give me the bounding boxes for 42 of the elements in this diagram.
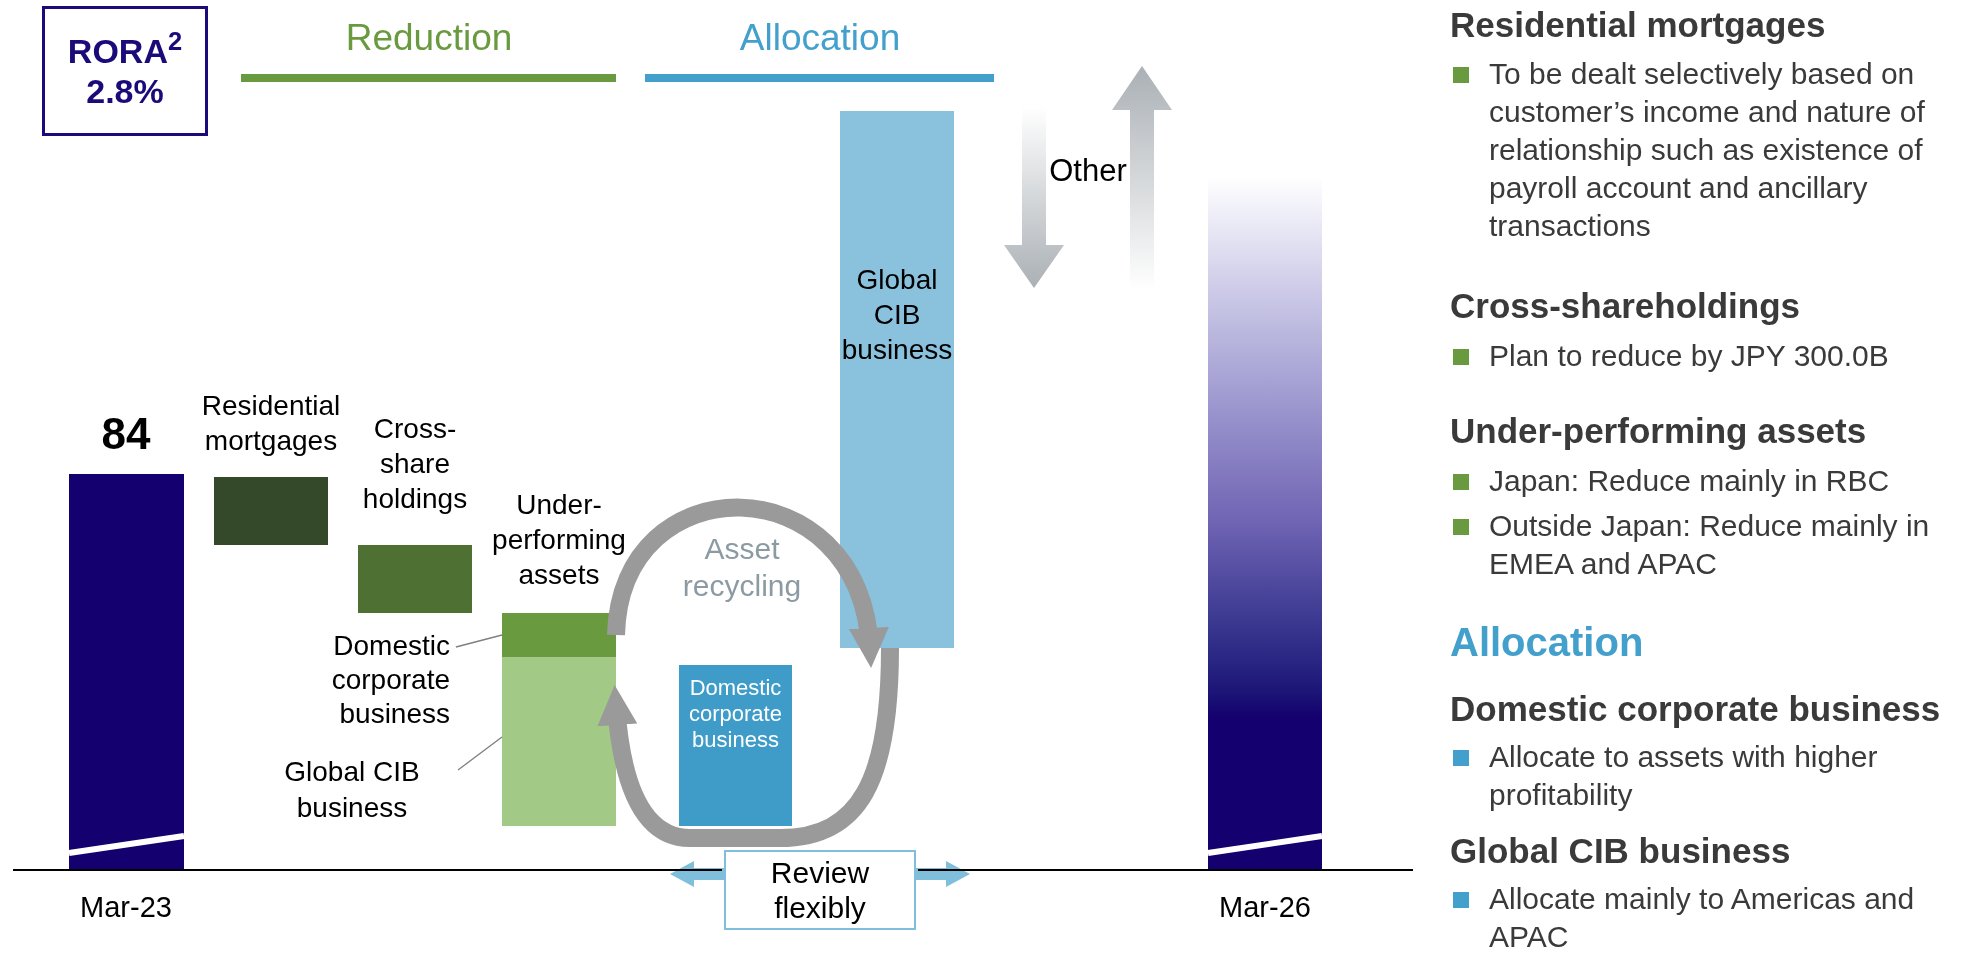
topic-heading: Domestic corporate business [1450,688,1942,730]
waterfall-bar [840,111,954,648]
leader-line [457,736,503,771]
bullet-text: Allocate to assets with higher profitability [1489,739,1879,813]
bar-label: Domestic corporate business [688,675,783,753]
bar-label: Review flexibly [769,855,871,925]
section-heading: Allocation [1450,619,1645,666]
cycle-arrow [597,647,899,847]
bar-label: Global CIB business [840,263,954,367]
bar-value: 84 [100,408,152,460]
bar-label: Under- performing assets [491,488,627,592]
topic-heading: Cross-shareholdings [1450,285,1802,327]
topic-heading: Global CIB business [1450,830,1792,872]
metric-label: RORA$^{2}$ [67,31,183,71]
arrow-label: Other [1048,152,1128,190]
metric-value: 2.8% [86,71,164,111]
section-heading: Allocation [738,16,902,60]
segment-label: Domestic corporate business [330,629,450,731]
section-heading: Reduction [344,16,514,60]
bullet-text: To be dealt selectively based on customer’s income and nature of relationship such as existence of payroll account and ancillary transactions [1489,56,1926,244]
axis-label: Mar-26 [1218,890,1312,925]
topic-heading: Under-performing assets [1450,410,1868,452]
bar-segment [502,613,616,657]
waterfall-bar [69,474,184,870]
axis-label: Mar-23 [79,890,173,925]
bullet-text: Outside Japan: Reduce mainly in EMEA and APAC [1489,508,1931,582]
waterfall-bar [214,477,328,545]
leader-line [455,634,503,648]
waterfall-bar [679,665,792,826]
cycle-label: Asset recycling [681,531,803,604]
topic-heading: Residential mortgages [1450,4,1827,46]
bullet-text: Allocate mainly to Americas and APAC [1489,881,1916,955]
segment-label: Global CIB business [283,755,421,825]
bullet-text: Plan to reduce by JPY 300.0B [1489,338,1890,374]
metric-box [42,6,208,136]
review-box [724,850,916,930]
bar-segment [502,657,616,826]
waterfall-bar [358,545,472,613]
bar-label: Residential mortgages [200,389,342,458]
bar-label: Cross- share holdings [361,412,469,516]
cycle-arrow [607,498,887,668]
bullet-text: Japan: Reduce mainly in RBC [1489,463,1891,499]
